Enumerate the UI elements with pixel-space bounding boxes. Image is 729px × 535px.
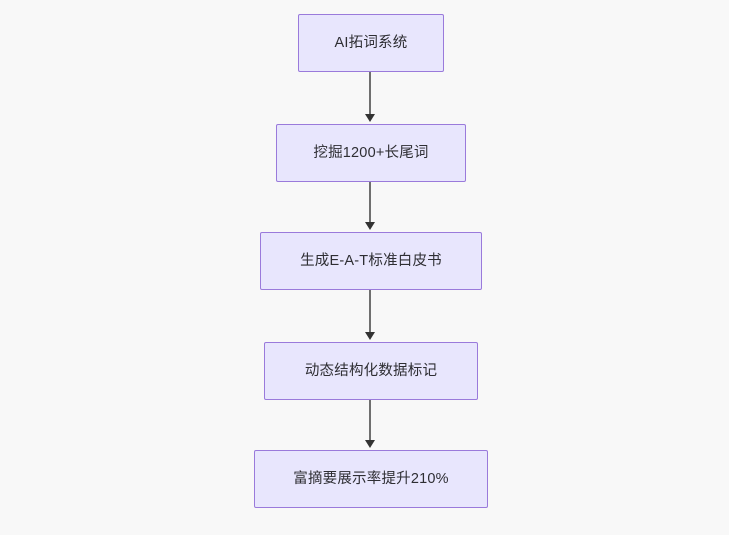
flow-node-label: 挖掘1200+长尾词: [313, 144, 429, 161]
flow-node-generate-eat-whitepaper[interactable]: 生成E-A-T标准白皮书: [260, 232, 482, 290]
flow-node-label: 动态结构化数据标记: [304, 362, 438, 379]
flow-node-label: AI拓词系统: [334, 34, 408, 51]
arrowhead-n2-n3: [364, 222, 375, 230]
flow-node-label: 生成E-A-T标准白皮书: [300, 252, 442, 269]
flow-node-dynamic-structured-data-markup[interactable]: 动态结构化数据标记: [264, 342, 478, 400]
arrowhead-n3-n4: [364, 332, 375, 340]
connector-n1-n2: [369, 72, 371, 116]
arrowhead-n4-n5: [364, 440, 375, 448]
connector-n3-n4: [369, 290, 371, 334]
flow-node-mine-longtail-keywords[interactable]: 挖掘1200+长尾词: [276, 124, 466, 182]
flow-node-ai-keyword-system[interactable]: AI拓词系统: [298, 14, 444, 72]
flow-node-label: 富摘要展示率提升210%: [293, 470, 449, 487]
connector-n4-n5: [369, 400, 371, 442]
flow-node-rich-snippet-rate-increase[interactable]: 富摘要展示率提升210%: [254, 450, 488, 508]
arrowhead-n1-n2: [364, 114, 375, 122]
connector-n2-n3: [369, 182, 371, 224]
